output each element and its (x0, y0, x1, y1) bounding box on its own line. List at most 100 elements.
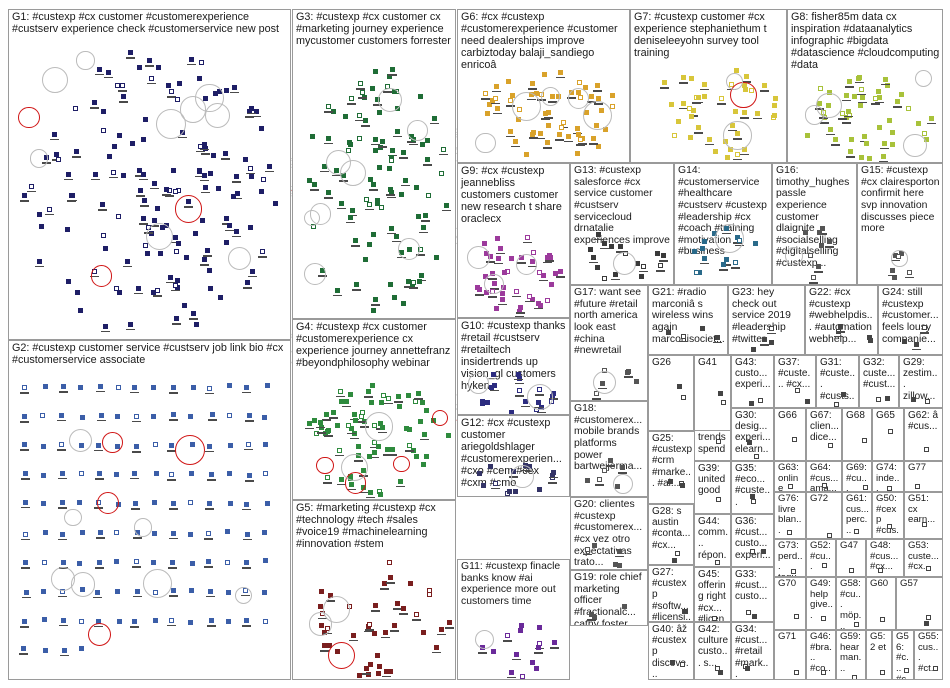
node (890, 267, 896, 273)
group-g71: G71 (774, 630, 806, 680)
node (389, 67, 395, 73)
node (753, 454, 759, 460)
node (669, 101, 675, 107)
node (439, 626, 445, 632)
node (188, 531, 194, 537)
node-label (130, 477, 140, 480)
node (74, 149, 80, 155)
node (376, 110, 382, 116)
node (888, 429, 894, 435)
node (365, 389, 371, 395)
node (351, 632, 357, 638)
node (415, 391, 421, 397)
group-g23: G23: hey check out service 2019 #leaders… (728, 285, 805, 355)
node (382, 581, 388, 587)
node (120, 172, 126, 178)
node (170, 588, 176, 594)
self-loop (155, 109, 186, 140)
node (132, 470, 138, 476)
group-g5x: G5: 2 et (866, 630, 892, 680)
node (911, 396, 917, 402)
node (217, 295, 223, 301)
node (261, 589, 267, 595)
node-label (534, 307, 544, 310)
node (724, 257, 730, 263)
node (612, 271, 618, 277)
node-label (231, 235, 241, 238)
node (40, 473, 46, 479)
node-label (130, 626, 140, 628)
node (417, 419, 423, 425)
node (40, 443, 46, 449)
node (40, 500, 46, 506)
node (721, 262, 727, 268)
node-label (834, 335, 844, 338)
node (61, 647, 67, 653)
node-label (316, 426, 326, 429)
node (134, 559, 140, 565)
node-label (514, 378, 524, 381)
node-label (879, 160, 889, 162)
group-g45: G45: offering right #cx... #licensi... (694, 567, 731, 622)
node-label (169, 508, 179, 510)
node (597, 477, 603, 483)
node (348, 391, 354, 397)
node-label (421, 220, 431, 222)
group-g76: G76: livre blan... (774, 492, 806, 539)
group-g57: G57 (896, 577, 943, 630)
node-label (547, 482, 557, 484)
node (793, 669, 799, 675)
node (395, 601, 401, 607)
group-g6: G6: #cx #custexp #customerexperience #cu… (457, 9, 630, 163)
node (136, 168, 142, 174)
node-label (167, 567, 177, 569)
group-label: G57 (900, 578, 919, 589)
node-label (549, 476, 559, 479)
node (574, 150, 580, 156)
node (446, 620, 452, 626)
self-loop (303, 262, 326, 285)
node (479, 400, 485, 406)
node-label (21, 567, 31, 569)
node (22, 531, 28, 537)
node-label (475, 294, 485, 296)
node (837, 324, 843, 330)
group-g40: G40: âž #custexp discove... (648, 622, 694, 680)
node (406, 393, 412, 399)
node (335, 422, 341, 428)
node (23, 560, 29, 566)
node-label (814, 271, 824, 273)
node (483, 91, 489, 97)
self-loop (567, 87, 589, 110)
node-label (35, 265, 45, 268)
node (786, 529, 792, 535)
node (601, 275, 607, 281)
node (116, 132, 122, 138)
node (366, 622, 372, 628)
node (676, 384, 682, 390)
node-label (515, 312, 525, 314)
node (840, 111, 846, 117)
node (745, 609, 751, 615)
node (189, 56, 195, 62)
self-loop (234, 587, 253, 605)
node (141, 198, 147, 204)
node (395, 394, 401, 400)
node (64, 226, 70, 232)
node (207, 268, 213, 274)
node-label (740, 153, 750, 156)
node (95, 442, 101, 448)
node (716, 497, 722, 503)
node-label (168, 419, 178, 421)
node (876, 397, 882, 403)
node (665, 330, 671, 336)
self-loop-highlight (97, 491, 120, 515)
node (357, 135, 363, 141)
node (807, 252, 813, 258)
group-g42: G42: culture custo... s... (694, 622, 731, 680)
group-g48: G48: #cus... #cx... (866, 539, 904, 577)
node-label (72, 156, 82, 158)
node (351, 411, 357, 417)
group-g66: G66 (774, 408, 806, 461)
node-label (324, 197, 334, 199)
